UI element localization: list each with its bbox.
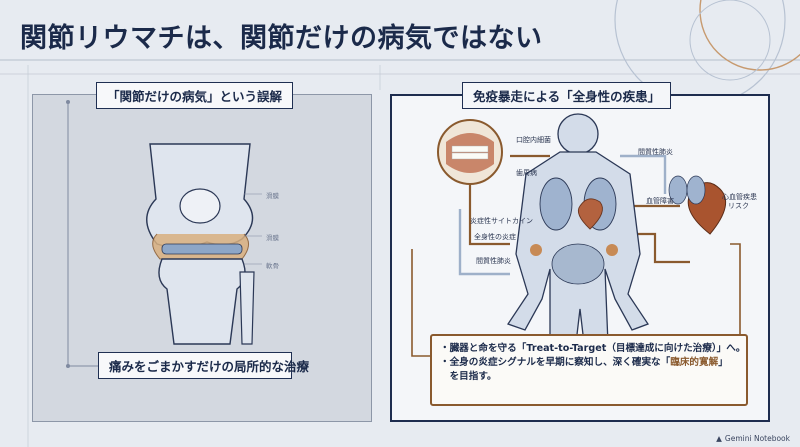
page-title: 関節リウマチは、関節だけの病気ではない [20,23,543,54]
patella [179,188,221,224]
bullet-line-3: を目指す。 [440,371,497,382]
label-ild-top: 間質性肺炎 [638,148,673,156]
left-bottom-tag: 痛みをごまかすだけの局所的な治療 [98,352,309,379]
bullet-line-2: ・全身の炎症シグナルを早期に察知し、深く確実な「臨床的寛解」 [440,357,728,368]
label-oral-bacteria: 口腔内細菌 [516,136,551,144]
label-systemic-inflammation: 全身性の炎症 [474,233,516,241]
right-top-tag: 免疫暴走による「全身性の疾患」 [462,82,672,109]
label-cv-risk-1: 心血管疾患 [722,193,757,201]
deco-circle-copper [699,0,800,71]
knee-label-cartilage: 軟骨 [266,262,279,270]
body-illustration [411,113,747,395]
footer-brand-text: Gemini Notebook [724,434,790,443]
label-vascular: 血管障害 [646,197,674,205]
footer-brand: ▲ Gemini Notebook [716,434,790,443]
label-periodontal: 歯周病 [516,169,537,177]
label-ild-left: 間質性肺炎 [476,257,511,265]
left-top-tag: 「関節だけの病気」という誤解 [96,82,294,109]
label-cytokine: 炎症性サイトカイン [470,217,533,225]
knee-illustration [66,100,262,368]
knee-label-synovium-1: 滑膜 [266,192,279,200]
label-cv-risk-2: リスク [728,202,749,210]
bullet-line-1: ・臓器と命を守る「Treat-to-Target（目標達成に向けた治療）」へ。 [440,343,746,354]
remission-highlight: 臨床的寛解 [670,357,719,368]
knee-label-synovium-2: 滑膜 [266,234,279,242]
notebook-icon: ▲ [716,434,722,443]
treatment-goal-box: ・臓器と命を守る「Treat-to-Target（目標達成に向けた治療）」へ。 … [430,334,748,406]
